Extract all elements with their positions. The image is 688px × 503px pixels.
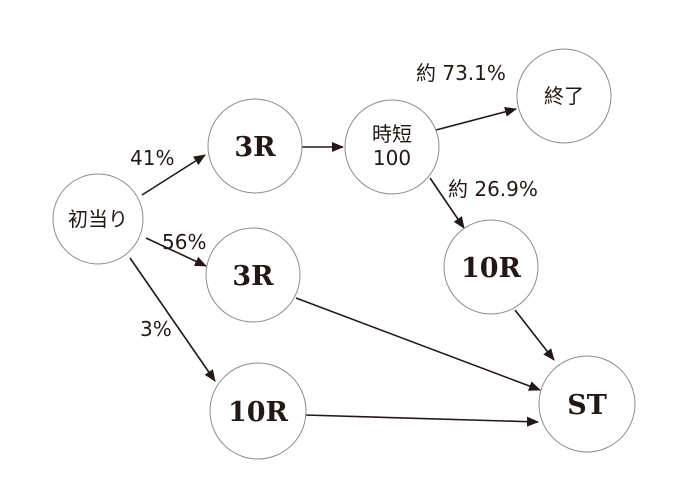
edge-start-to-10r-bottom [129, 257, 216, 382]
node-end-label: 終了 [544, 84, 584, 108]
node-10r-bottom: 10R [209, 362, 307, 460]
node-3r-mid: 3R [205, 227, 301, 323]
node-10r-right: 10R [443, 219, 539, 315]
node-st: ST [538, 355, 636, 453]
node-3r-top: 3R [207, 98, 303, 194]
edge-label-26-9: 約 26.9% [448, 177, 538, 201]
edge-label-41: 41% [130, 146, 174, 170]
node-end: 終了 [516, 48, 612, 144]
node-3r-top-label: 3R [234, 132, 276, 163]
edge-start-to-3r-mid [145, 237, 207, 267]
node-start: 初当り [52, 173, 144, 265]
edge-label-3: 3% [140, 317, 172, 341]
node-jitan-label-line1: 時短 [372, 122, 412, 146]
edges [129, 106, 555, 427]
node-jitan-label-line2: 100 [373, 146, 411, 170]
edge-jitan-to-10r-right [429, 177, 465, 229]
edge-label-56: 56% [162, 230, 206, 254]
edge-jitan-to-end [435, 106, 517, 131]
node-10r-bottom-label: 10R [228, 397, 289, 428]
edge-10r-right-to-st [514, 309, 555, 361]
node-start-label: 初当り [68, 207, 128, 231]
edge-label-73-1: 約 73.1% [416, 61, 506, 85]
node-3r-mid-label: 3R [232, 261, 274, 292]
edge-10r-bottom-to-st [304, 414, 539, 427]
edge-3r-mid-to-st [295, 297, 541, 391]
node-10r-right-label: 10R [461, 253, 522, 284]
node-st-label: ST [567, 390, 607, 421]
edge-labels: 41% 56% 3% 約 73.1% 約 26.9% [130, 61, 538, 341]
edge-start-to-3r-top [141, 154, 206, 196]
node-jitan: 時短 100 [344, 99, 440, 195]
